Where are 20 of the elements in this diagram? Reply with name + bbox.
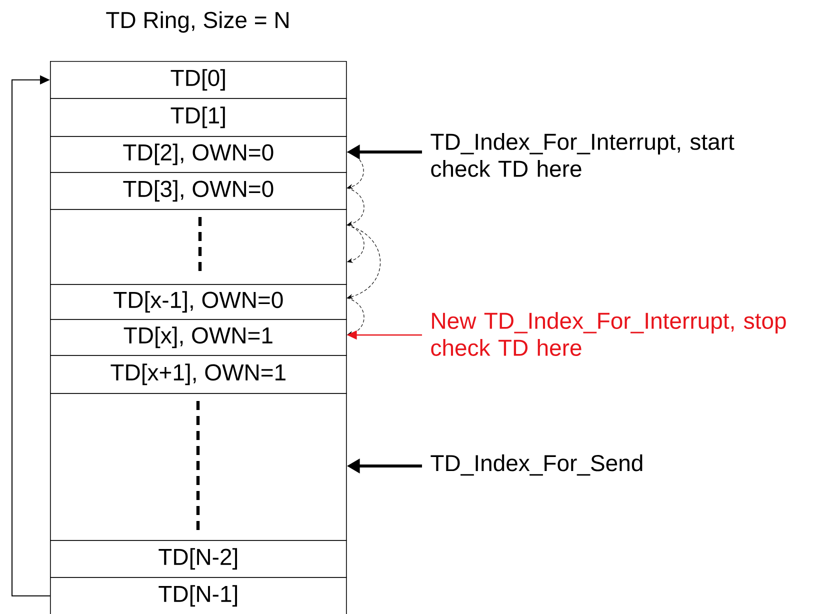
table-row: TD[2], OWN=0 xyxy=(50,136,347,173)
annotation: TD_Index_For_Send xyxy=(430,454,642,476)
curved-arrow xyxy=(346,224,381,299)
curved-arrow xyxy=(346,152,364,189)
table-row xyxy=(50,393,347,541)
annotation: TD_Index_For_Interrupt, start check TD here xyxy=(430,133,734,177)
table-row: TD[x], OWN=1 xyxy=(50,319,347,356)
table-row: TD[1] xyxy=(50,98,347,137)
table-row: TD[N-1] xyxy=(50,577,347,614)
table-row: TD[0] xyxy=(50,61,347,99)
title: TD Ring, Size = N xyxy=(106,11,288,33)
table-row: TD[x-1], OWN=0 xyxy=(50,284,347,320)
curved-arrow xyxy=(346,188,364,226)
table-row xyxy=(50,209,347,285)
annotation: New TD_Index_For_Interrupt, stop check TD here xyxy=(431,312,786,356)
table-row: TD[x+1], OWN=1 xyxy=(50,355,347,394)
loop-arrow xyxy=(12,75,50,596)
curved-arrow xyxy=(346,224,364,263)
table-row: TD[3], OWN=0 xyxy=(50,172,347,210)
table-row: TD[N-2] xyxy=(50,540,347,578)
